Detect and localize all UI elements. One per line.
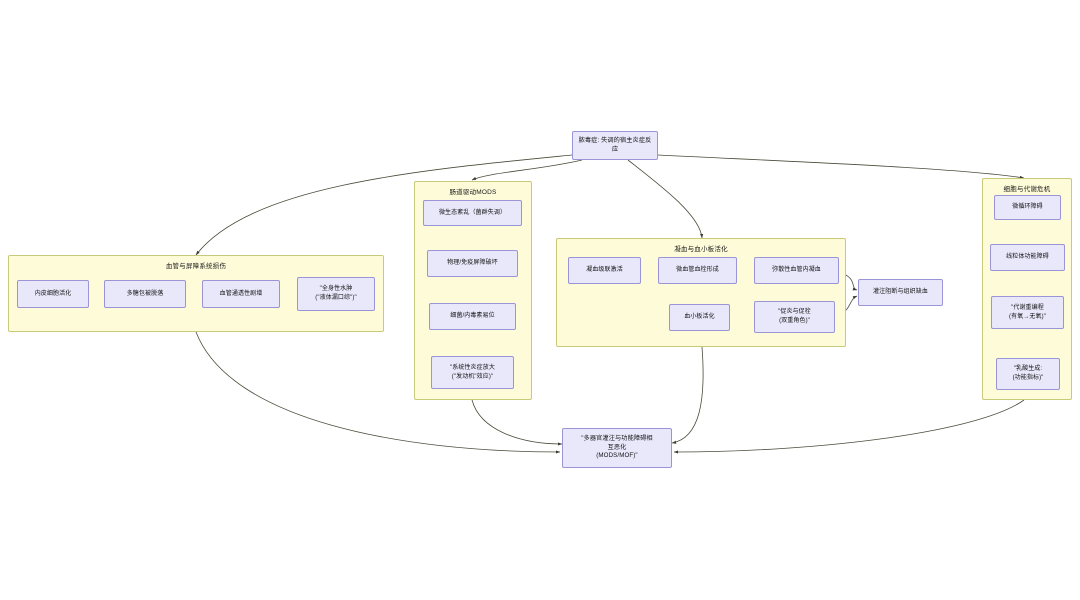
group-label-coagulation: 凝血与血小板活化: [674, 246, 728, 253]
node-dysbiosis[interactable]: 微生态紊乱（菌群失调）: [423, 200, 522, 226]
node-tissue-ischemia[interactable]: 灌注阻断与组织缺血: [858, 279, 943, 306]
edge-sepsis-coag: [627, 159, 704, 239]
node-vascular-permeability[interactable]: 血管通透性剧增: [202, 280, 280, 308]
node-lactate-production[interactable]: "乳酸生成: (功能指标)": [996, 358, 1060, 390]
node-platelet-activation[interactable]: 血小板活化: [669, 304, 730, 331]
node-bacterial-translocation[interactable]: 细菌/内毒素易位: [429, 303, 516, 330]
group-label-vascular: 血管与屏障系统损伤: [165, 263, 227, 270]
node-mitochondrial-dysfunction[interactable]: 线粒体功能障碍: [990, 244, 1065, 271]
edge-gut-mods: [471, 399, 563, 446]
node-barrier-damage[interactable]: 物理/免疫屏障破坏: [427, 250, 518, 277]
group-label-metabolic: 细胞与代谢危机: [1003, 186, 1051, 193]
node-dual-role[interactable]: "促炎与促栓 (双重角色)": [754, 301, 835, 333]
node-systemic-edema[interactable]: "全身性水肿 ("液体漏口综")": [297, 277, 375, 311]
edge-sepsis-metab: [657, 154, 1025, 179]
node-mods-mof[interactable]: "多器官灌注与功能障碍相 互恶化 (MODS/MOF)": [562, 428, 672, 468]
node-microvascular-thrombosis[interactable]: 微血管血栓形成: [658, 257, 737, 284]
node-dic[interactable]: 弥散性血管内凝血: [754, 257, 839, 284]
node-sepsis[interactable]: 脓毒症: 失调的宿主炎症反 应: [572, 131, 658, 160]
node-microcirculation-disorder[interactable]: 微循环障碍: [994, 195, 1061, 220]
node-glycocalyx-shedding[interactable]: 多糖包被脱落: [104, 280, 186, 308]
edge-coag-mods: [671, 346, 704, 444]
node-coagulation-cascade[interactable]: 凝血级联激活: [568, 257, 641, 284]
edge-metab-mods: [673, 399, 1025, 454]
node-endothelial-activation[interactable]: 内皮细胞活化: [17, 280, 89, 308]
group-label-gut: 肠道驱动MODS: [449, 189, 497, 196]
node-metabolic-reprogramming[interactable]: "代谢重编程 (有氧→无氧)": [991, 296, 1064, 329]
node-inflammation-amplification[interactable]: "系统性炎症放大 ("发动机"效应)": [431, 356, 514, 389]
edge-sepsis-gut: [471, 159, 583, 181]
